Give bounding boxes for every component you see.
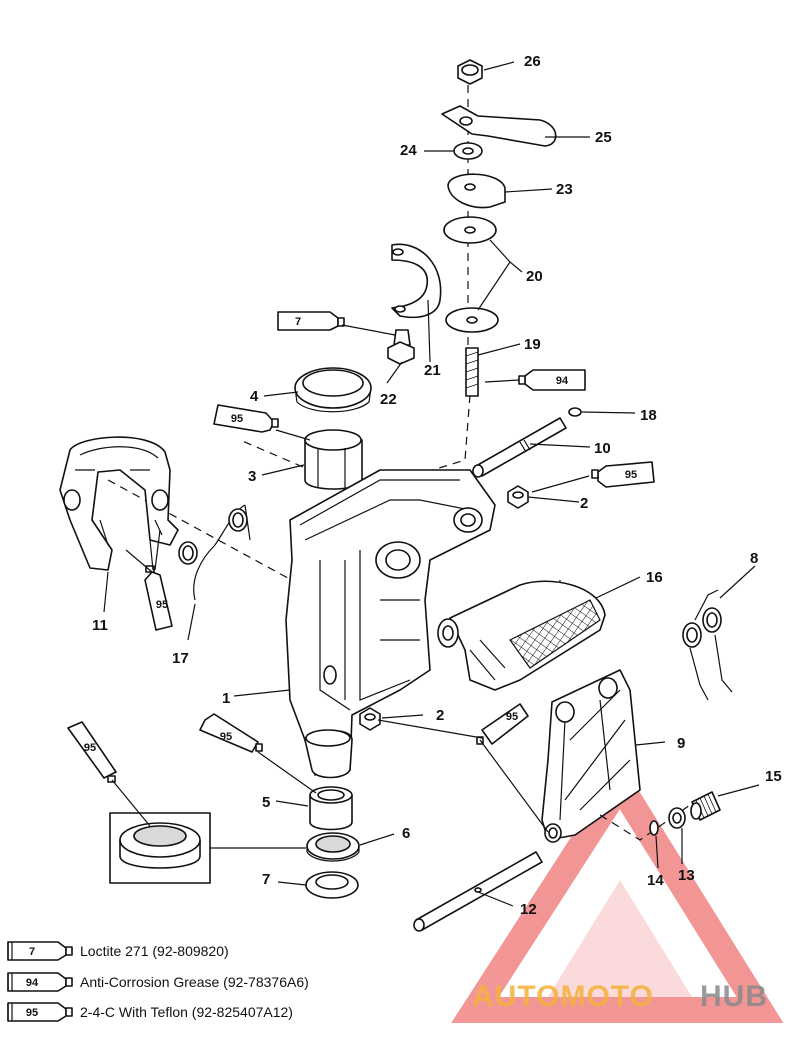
callout-3: 3 [248,468,256,485]
callout-2-lower: 2 [436,707,444,724]
watermark-logo [451,760,784,1023]
part-25-lever [441,105,557,147]
callout-12: 12 [520,901,537,918]
svg-text:AUTOMOTO: AUTOMOTO [472,980,654,1013]
grease-tube-95-right: 95 [591,461,655,488]
part-2-fitting-lower [359,707,381,731]
callout-2-upper: 2 [580,495,588,512]
callout-5: 5 [262,794,270,811]
watermark-text: AUTOMOTO HUB [472,980,768,1013]
callout-24: 24 [400,142,417,159]
part-20-washer-upper [443,216,497,244]
svg-text:HUB: HUB [700,980,768,1013]
svg-text:7: 7 [295,316,301,328]
part-3-bushing [304,429,363,490]
svg-text:95: 95 [156,599,168,611]
part-2-fitting-upper [507,485,529,509]
callout-8: 8 [750,550,758,567]
part-4-ring [294,367,372,413]
callout-22: 22 [380,391,397,408]
part-11-clamp-bracket [59,436,179,571]
part-14-pin [649,820,659,836]
part-6-seal [306,832,360,862]
part-5-bushing [309,786,353,831]
grease-tube-94: 94 [518,369,586,391]
part-18-clip [568,407,582,417]
part-22-bolt [387,329,415,365]
callout-9: 9 [677,735,685,752]
legend-code-95: 95 [26,1007,38,1019]
part-7-washer [305,871,359,899]
legend-code-7: 7 [29,946,35,958]
callout-18: 18 [640,407,657,424]
seal-detail-inset [109,812,306,884]
grease-tube-95-upper-left: 95 [213,404,279,433]
part-9-tilt-lock [541,669,641,843]
svg-text:94: 94 [556,375,569,387]
callout-15: 15 [765,768,782,785]
callout-25: 25 [595,129,612,146]
svg-text:95: 95 [625,469,637,481]
legend-text-loctite: Loctite 271 (92-809820) [80,943,229,959]
callout-20: 20 [526,268,543,285]
svg-text:95: 95 [220,731,232,743]
legend-text-teflon: 2-4-C With Teflon (92-825407A12) [80,1004,293,1020]
part-8-spring [682,589,733,701]
part-17-spring [178,504,251,601]
part-23-plate [447,173,506,209]
svg-text:95: 95 [84,742,96,754]
grease-tube-7: 7 [277,311,345,331]
callout-21: 21 [424,362,441,379]
part-24-washer [453,142,483,160]
part-13-washer [668,807,686,829]
part-10-shaft [472,417,567,478]
callout-6: 6 [402,825,410,842]
grease-tube-95-clamp: 95 [144,565,173,631]
callout-26: 26 [524,53,541,70]
callout-23: 23 [556,181,573,198]
callout-17: 17 [172,650,189,667]
legend-text-grease: Anti-Corrosion Grease (92-78376A6) [80,974,309,990]
svg-text:95: 95 [231,413,243,425]
grease-tube-95-middle: 95 [199,713,263,753]
callout-10: 10 [594,440,611,457]
part-26-nut [457,59,483,85]
callout-16: 16 [646,569,663,586]
svg-text:95: 95 [506,711,518,723]
callout-11: 11 [92,617,108,634]
part-16-tilt-lock-lever [437,580,606,691]
callout-13: 13 [678,867,695,884]
part-19-stud [465,347,479,397]
callout-7: 7 [262,871,270,888]
part-21-curved-strap [391,243,442,319]
legend-row-grease: 94 Anti-Corrosion Grease (92-78376A6) [7,972,309,992]
callout-1: 1 [222,690,230,707]
part-1-swivel-bracket [285,469,496,779]
part-20-washer-lower [445,307,499,333]
callout-14: 14 [647,872,664,889]
legend-row-loctite: 7 Loctite 271 (92-809820) [7,941,229,961]
legend-row-teflon: 95 2-4-C With Teflon (92-825407A12) [7,1002,293,1022]
part-15-spring [690,791,721,821]
grease-tube-95-lower-right: 95 [476,703,529,745]
grease-tube-95-seal: 95 [67,721,117,783]
legend-code-94: 94 [26,977,39,989]
callout-4: 4 [250,388,259,405]
callout-19: 19 [524,336,541,353]
